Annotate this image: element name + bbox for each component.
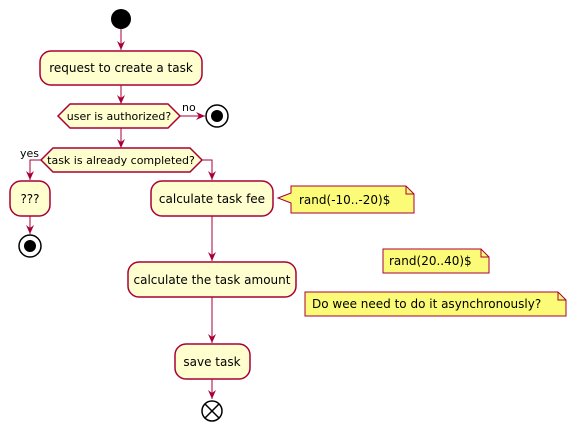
note-amount-label: rand(20..40)$ bbox=[389, 254, 472, 268]
note-amount-corner bbox=[480, 249, 489, 258]
arrow-completed-yes bbox=[26, 159, 41, 180]
action-unknown-label: ??? bbox=[20, 192, 39, 206]
note-fee-corner bbox=[405, 186, 414, 195]
stop-node-2 bbox=[24, 240, 36, 252]
guard-yes: yes bbox=[20, 147, 39, 160]
note-fee-label: rand(-10..-20)$ bbox=[299, 193, 390, 207]
action-calc-amount bbox=[127, 261, 297, 298]
note-async-label: Do wee need to do it asynchronously? bbox=[312, 297, 541, 311]
note-async bbox=[304, 291, 567, 317]
note-async-corner bbox=[557, 292, 566, 301]
decision-authorized bbox=[56, 103, 182, 129]
decision-completed-label: task is already completed? bbox=[47, 154, 195, 167]
arrow-completed-no bbox=[202, 159, 216, 180]
action-calc-fee bbox=[150, 180, 274, 217]
end-node-cross-2 bbox=[204, 403, 220, 419]
action-save-label: save task bbox=[183, 355, 240, 369]
action-calc-amount-label: calculate the task amount bbox=[134, 273, 291, 287]
action-request bbox=[39, 50, 203, 86]
action-save bbox=[174, 343, 251, 380]
decision-authorized-label: user is authorized? bbox=[67, 110, 172, 123]
action-unknown bbox=[9, 180, 51, 217]
action-calc-fee-label: calculate task fee bbox=[159, 192, 265, 206]
note-amount bbox=[382, 248, 490, 274]
stop-node-1 bbox=[211, 110, 223, 122]
action-request-label: request to create a task bbox=[49, 61, 193, 75]
guard-no: no bbox=[182, 101, 196, 114]
decision-completed bbox=[39, 147, 204, 173]
start-node bbox=[111, 9, 131, 29]
